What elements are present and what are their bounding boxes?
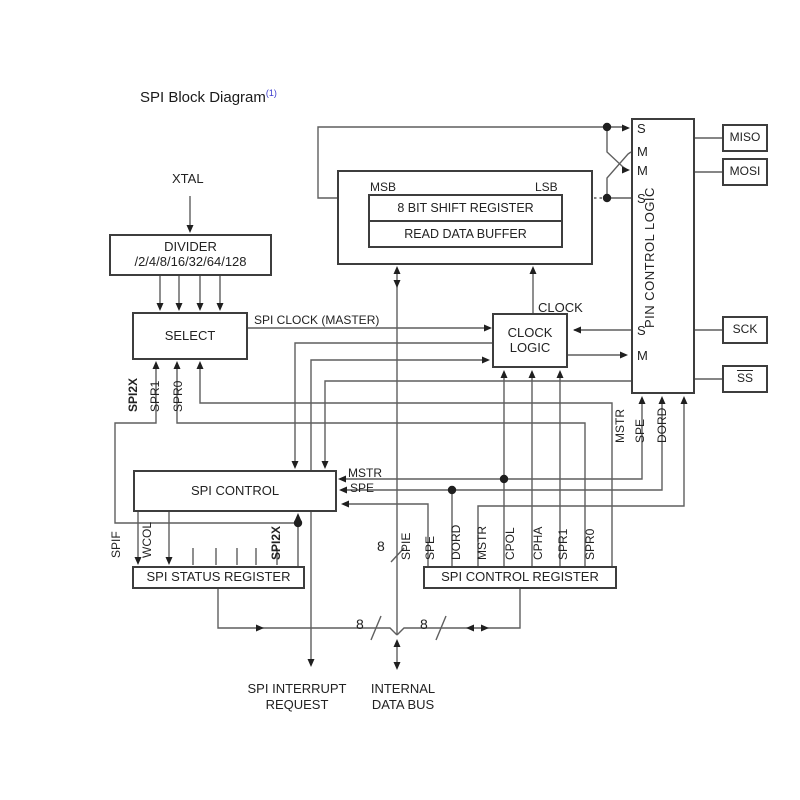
wire-msb-feedback [317, 126, 603, 199]
wire-spr0 [199, 365, 613, 566]
port-s3-label: S [637, 323, 646, 338]
clock-logic-box: CLOCK LOGIC [492, 313, 568, 368]
control-bit-dord: DORD [449, 524, 463, 560]
bus-width-8-vertical: 8 [377, 538, 385, 554]
read-data-buffer-row: READ DATA BUFFER [404, 226, 527, 241]
control-bit-mstr: MSTR [475, 526, 489, 560]
spi-control-box: SPI CONTROL [133, 470, 337, 512]
select-box: SELECT [132, 312, 248, 360]
wire-spr1 [176, 365, 586, 566]
select-bit-spr0: SPR0 [171, 380, 185, 412]
mstr-label: MSTR [348, 466, 382, 480]
port-s2-label: S [637, 191, 646, 206]
wire-bus-right [396, 589, 521, 636]
wire-crossover-upper [606, 126, 627, 170]
spi-control-register-label: SPI CONTROL REGISTER [441, 569, 599, 585]
wires [114, 126, 722, 665]
spi-interrupt-line2: REQUEST [265, 697, 329, 712]
status-register-unused-bits [192, 548, 278, 565]
wire-divider-outputs [159, 276, 221, 307]
select-label: SELECT [164, 327, 216, 343]
control-bit-cpol: CPOL [503, 527, 517, 560]
bus-width-8-left: 8 [356, 616, 364, 632]
shift-register-inner-box: 8 BIT SHIFT REGISTER READ DATA BUFFER [368, 194, 563, 248]
title-footnote: (1) [265, 88, 277, 98]
internal-bus-line2: DATA BUS [371, 697, 435, 712]
internal-bus-line1: INTERNAL [370, 681, 436, 696]
divider-ratios: /2/4/8/16/32/64/128 [134, 254, 247, 269]
spe-label: SPE [350, 481, 375, 495]
spi-clock-master-label: SPI CLOCK (MASTER) [254, 313, 380, 327]
shift-register-row: 8 BIT SHIFT REGISTER [370, 196, 561, 222]
wire-spie [343, 503, 429, 566]
wire-pincontrol-to-spicontrol [324, 380, 631, 465]
mosi-pin-label: MOSI [729, 164, 761, 179]
wire-dord [477, 398, 685, 566]
clock-label: CLOCK [538, 300, 583, 315]
wire-clocklogic-to-spicontrol [294, 342, 492, 465]
control-bit-spie: SPIE [399, 532, 413, 560]
sck-pin-box: SCK [722, 316, 768, 344]
wire-mstr [340, 372, 643, 566]
pinctrl-bit-mstr: MSTR [613, 409, 627, 443]
spi-interrupt-line1: SPI INTERRUPT [247, 681, 347, 696]
pinctrl-bit-dord: DORD [655, 407, 669, 443]
wire-bus-left [217, 589, 398, 636]
junction-dots [293, 122, 612, 528]
pin-control-logic-box [631, 118, 695, 394]
status-bit-spif: SPIF [109, 531, 123, 558]
status-bit-spi2x: SPI2X [269, 525, 283, 560]
wire-crossover-lower [606, 151, 632, 199]
control-bit-spe: SPE [423, 535, 437, 560]
page-title: SPI Block Diagram(1) [140, 88, 277, 106]
mosi-pin-box: MOSI [722, 158, 768, 186]
divider-title: DIVIDER [164, 239, 217, 255]
bus-width-slash-right [435, 615, 447, 641]
miso-pin-box: MISO [722, 124, 768, 152]
control-bit-spr0: SPR0 [583, 528, 597, 560]
bus-width-8-right: 8 [420, 616, 428, 632]
control-bit-spr1: SPR1 [556, 528, 570, 560]
spi-control-label: SPI CONTROL [190, 482, 280, 498]
port-m1-label: M [637, 144, 648, 159]
sck-pin-label: SCK [732, 322, 758, 337]
xtal-label: XTAL [172, 171, 204, 186]
spi-control-register-box: SPI CONTROL REGISTER [423, 566, 617, 589]
pinctrl-bit-spe: SPE [633, 418, 647, 443]
msb-label: MSB [370, 180, 397, 194]
port-m2-label: M [637, 163, 648, 178]
spi-status-register-box: SPI STATUS REGISTER [132, 566, 305, 589]
spi-interrupt-request-label: SPI INTERRUPT REQUEST [238, 681, 356, 713]
select-bit-spi2x: SPI2X [126, 377, 140, 412]
pin-control-logic-label: PIN CONTROL LOGIC [642, 187, 657, 328]
clock-logic-line1: CLOCK [507, 324, 553, 340]
bus-width-slash-left [370, 615, 382, 641]
ss-pin-label: SS [736, 371, 753, 386]
title-text: SPI Block Diagram [140, 89, 266, 106]
port-m3-label: M [637, 348, 648, 363]
bus-width-slash-vertical [390, 547, 405, 563]
internal-data-bus-label: INTERNAL DATA BUS [357, 681, 449, 713]
port-s1-label: S [637, 121, 646, 136]
spi-status-register-label: SPI STATUS REGISTER [146, 569, 291, 585]
status-bit-wcol: WCOL [140, 522, 154, 558]
miso-pin-label: MISO [729, 130, 761, 145]
control-bit-cpha: CPHA [531, 526, 545, 560]
wire-spicontrol-to-clocklogic [310, 359, 486, 470]
select-bit-spr1: SPR1 [148, 380, 162, 412]
clock-logic-line2: LOGIC [509, 339, 551, 355]
divider-box: DIVIDER /2/4/8/16/32/64/128 [109, 234, 272, 276]
ss-pin-box: SS [722, 365, 768, 393]
lsb-label: LSB [535, 180, 558, 194]
